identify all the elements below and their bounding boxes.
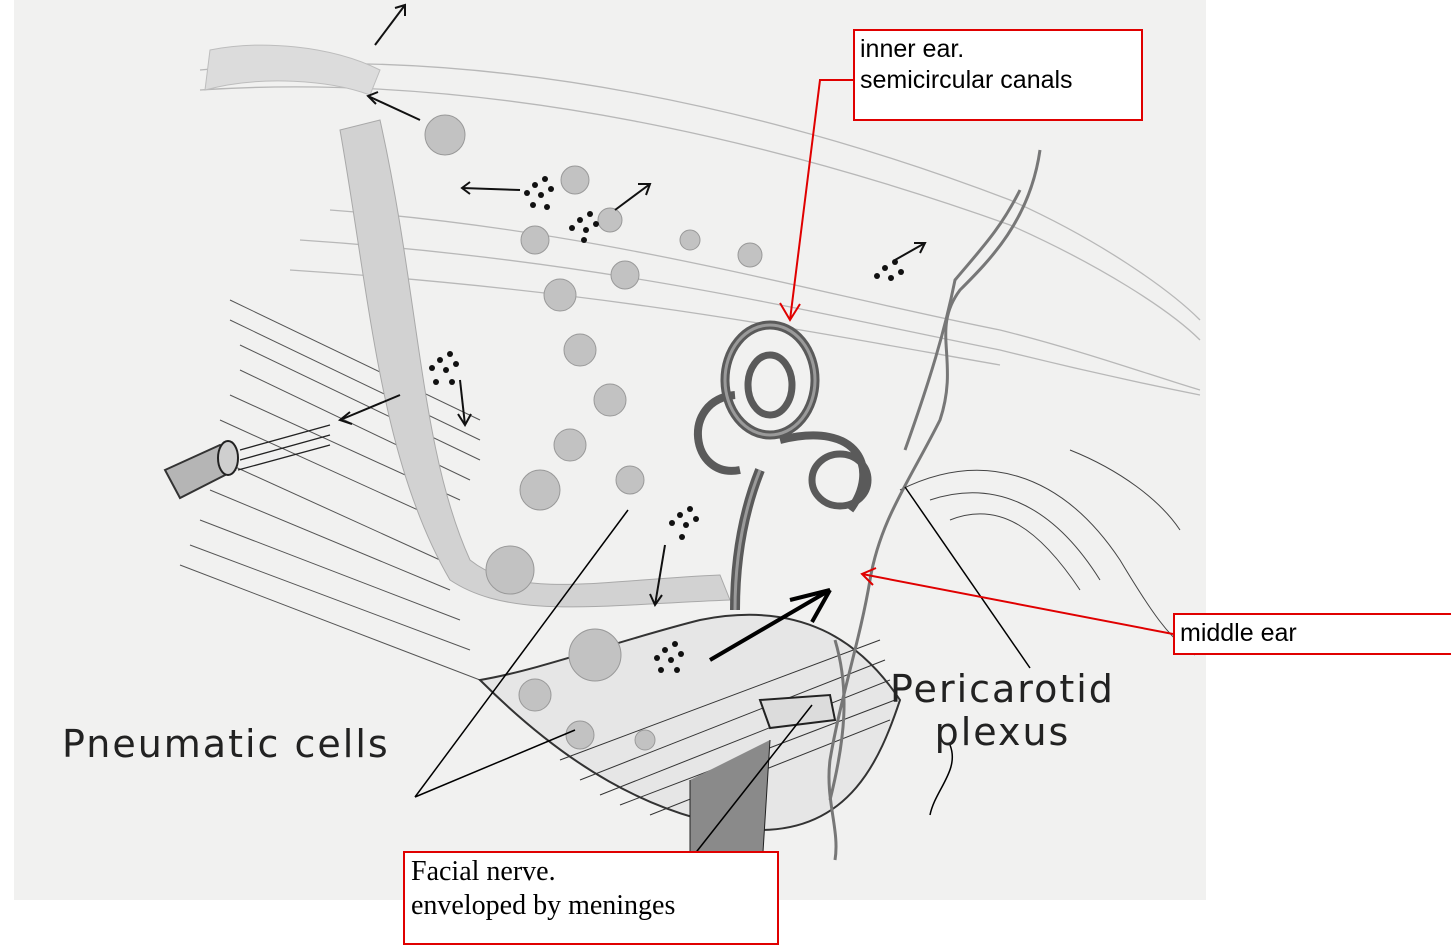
pericarotid-label-line1: Pericarotid <box>890 668 1115 711</box>
callout-middle-ear: middle ear <box>1173 613 1451 655</box>
callout-facial-nerve: Facial nerve. enveloped by meninges <box>403 851 779 945</box>
pericarotid-label-line2: plexus <box>890 711 1115 754</box>
callout-inner-ear-line2: semicircular canals <box>860 65 1136 96</box>
callout-facial-nerve-line1: Facial nerve. <box>411 855 771 889</box>
pericarotid-plexus-label: Pericarotid plexus <box>890 668 1115 753</box>
pneumatic-cells-label: Pneumatic cells <box>62 722 390 766</box>
callout-inner-ear: inner ear. semicircular canals <box>853 29 1143 121</box>
callout-inner-ear-line1: inner ear. <box>860 34 1136 65</box>
callout-middle-ear-line1: middle ear <box>1180 618 1446 649</box>
callout-facial-nerve-line2: enveloped by meninges <box>411 889 771 923</box>
